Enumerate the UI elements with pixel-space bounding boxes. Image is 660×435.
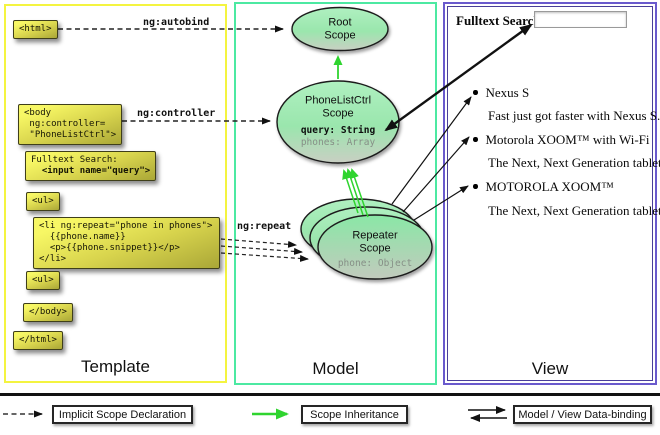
arrow-label-repeat: ng:repeat <box>237 221 292 232</box>
code-box-html-close: </html> <box>13 331 63 350</box>
code-box-ul-close: <ul> <box>26 271 60 290</box>
code-fulltext-label: Fulltext Search: <box>31 155 118 165</box>
code-box-fulltext: Fulltext Search: <input name="query"> <box>25 151 157 181</box>
code-box-ul-open: <ul> <box>26 192 60 211</box>
arrow-label-autobind: ng:autobind <box>143 17 210 28</box>
phone-title: Motorola XOOM™ with Wi-Fi <box>485 132 650 147</box>
phone-list-item: Nexus S <box>473 85 529 100</box>
bullet-icon <box>473 137 478 142</box>
fulltext-search-input[interactable] <box>534 11 627 28</box>
legend-implicit-box: Implicit Scope Declaration <box>52 405 193 424</box>
model-panel-label: Model <box>312 359 359 378</box>
code-fulltext-input: <input name="query"> <box>31 166 151 176</box>
phone-desc: Fast just got faster with Nexus S. <box>488 108 660 123</box>
view-panel-label: View <box>531 359 569 378</box>
model-panel: Model <box>234 2 437 385</box>
phone-list-item: Motorola XOOM™ with Wi-Fi <box>473 132 650 147</box>
legend-divider <box>0 393 660 396</box>
bullet-icon <box>473 184 478 189</box>
code-box-body-close: </body> <box>23 303 73 322</box>
phonelist-scope-title: PhoneListCtrl Scope <box>304 94 372 120</box>
phone-desc: The Next, Next Generation tablet. <box>488 155 660 170</box>
repeater-scope-title: Repeater Scope <box>352 229 398 255</box>
root-scope-title: Root Scope <box>324 16 356 42</box>
template-panel-label: Template <box>81 357 150 376</box>
phonelist-prop-phones: phones: Array <box>300 137 376 148</box>
phone-title: MOTOROLA XOOM™ <box>485 179 614 194</box>
phone-desc: The Next, Next Generation tablet. <box>488 203 660 218</box>
repeater-prop-phone: phone: Object <box>337 258 413 269</box>
code-box-body-open: <body ng:controller= "PhoneListCtrl"> <box>18 104 123 145</box>
fulltext-search-label: Fulltext Search: <box>456 13 545 28</box>
arrow-label-controller: ng:controller <box>137 108 216 119</box>
phonelist-prop-query: query: String <box>300 125 376 136</box>
legend-inheritance-box: Scope Inheritance <box>301 405 408 424</box>
phone-list-item: MOTOROLA XOOM™ <box>473 179 614 194</box>
code-box-li-repeat: <li ng:repeat="phone in phones"> {{phone… <box>33 217 220 269</box>
bullet-icon <box>473 90 478 95</box>
code-box-html-open: <html> <box>13 20 58 39</box>
legend-binding-box: Model / View Data-binding <box>513 405 652 424</box>
phone-title: Nexus S <box>485 85 530 100</box>
